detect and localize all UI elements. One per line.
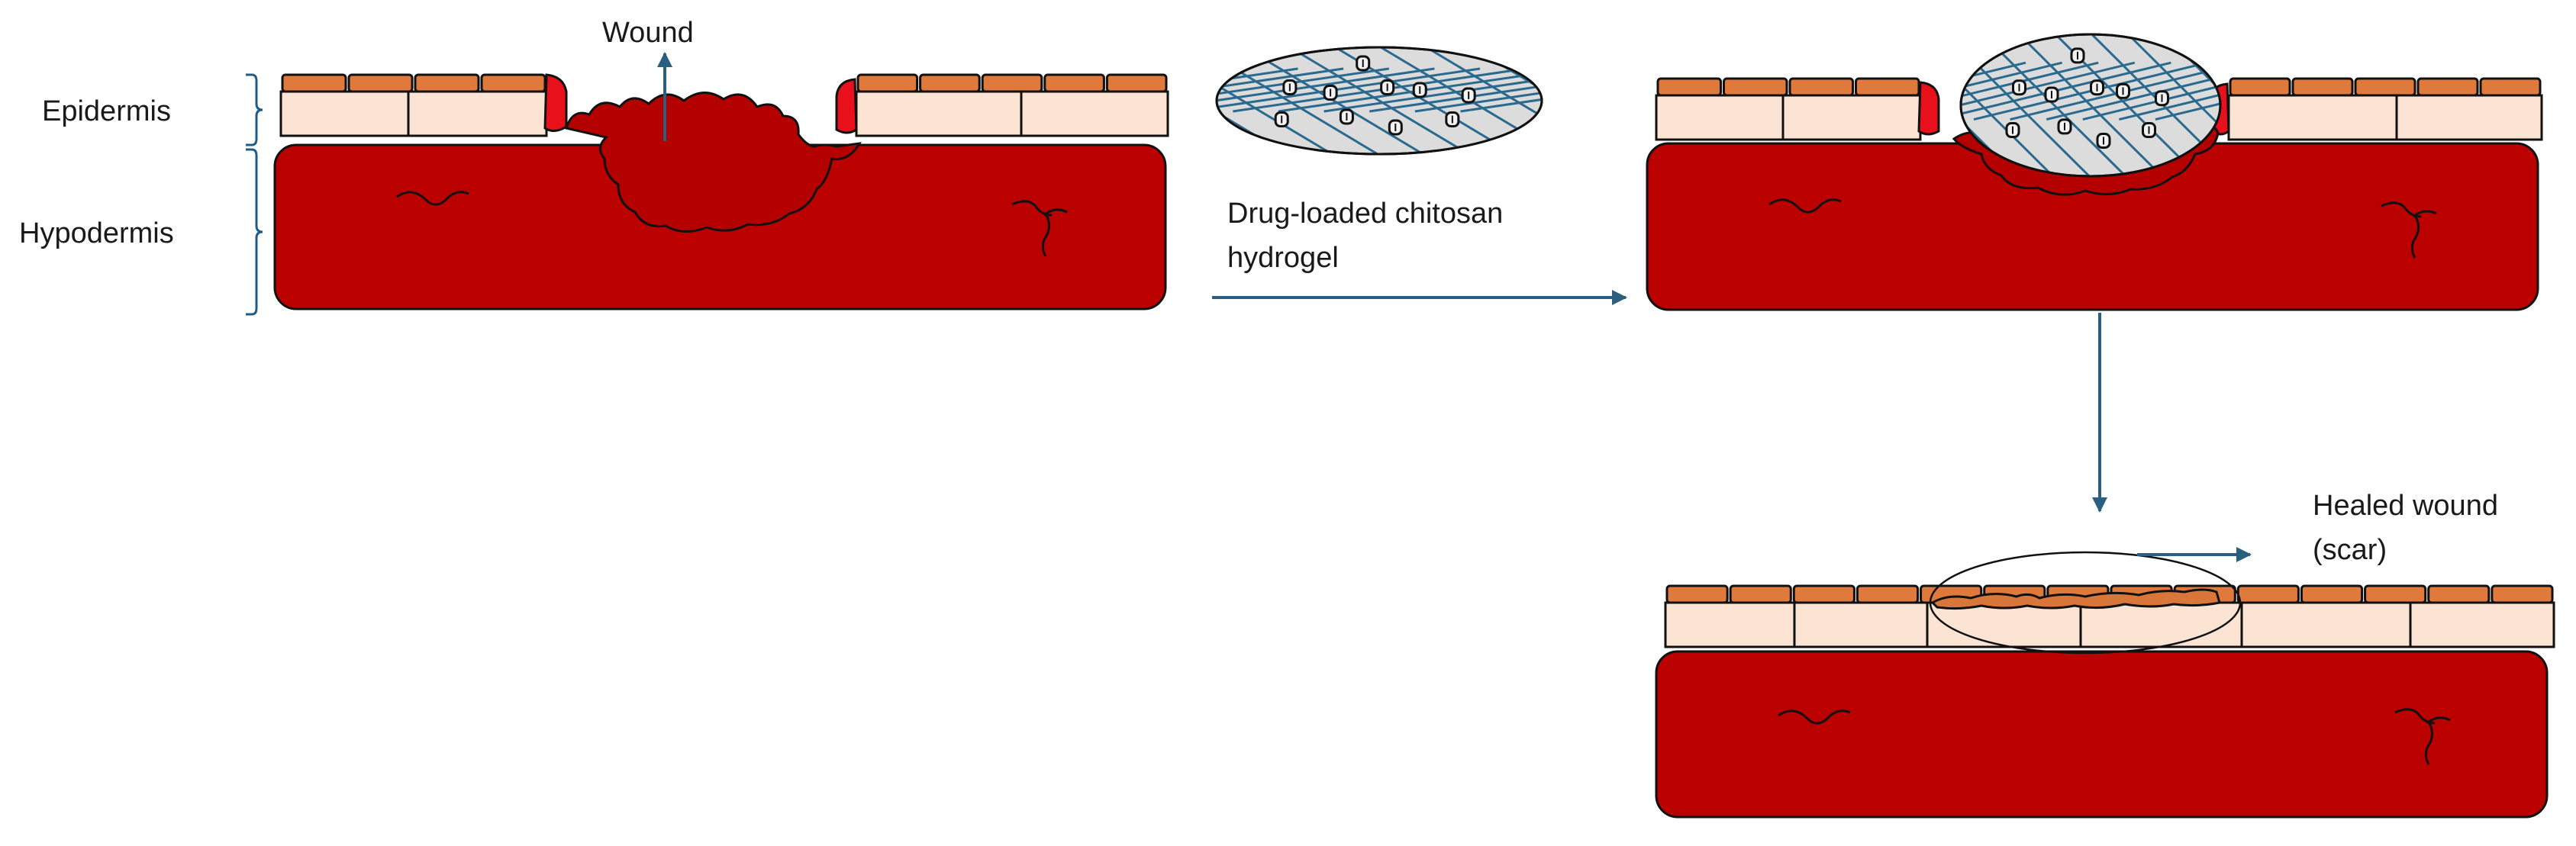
- epidermis-cell: [2300, 584, 2364, 604]
- epidermis-basal-cell: [1655, 94, 1785, 141]
- healed-label-line1: Healed wound: [2313, 490, 2498, 522]
- epidermis-basal-cell: [2079, 601, 2243, 648]
- hydrogel-fiber: [1233, 67, 1526, 113]
- hydrogel-label-line1: Drug-loaded chitosan: [1227, 198, 1503, 230]
- epidermis-cell: [1656, 77, 1722, 97]
- hydrogel-in-wound: [1959, 33, 2222, 178]
- hypodermis-layer: [1655, 650, 2549, 819]
- epidermis-cell: [2416, 77, 2479, 97]
- epidermis-cell: [1043, 73, 1105, 93]
- epidermis-right: [2227, 77, 2543, 141]
- hydrogel-fiber: [1217, 47, 1333, 154]
- epidermis-cell: [2354, 77, 2416, 97]
- hypodermis-label: Hypodermis: [19, 217, 174, 249]
- epidermis-cell: [347, 73, 414, 93]
- epidermis-basal-cell: [279, 90, 410, 137]
- epidermis-cell: [1788, 77, 1854, 97]
- epidermis-left: [279, 73, 548, 137]
- epidermis-basal-cell: [407, 90, 548, 137]
- epidermis-cell: [2427, 584, 2491, 604]
- epidermis-cell: [1855, 77, 1920, 97]
- epidermis-cell: [480, 73, 546, 93]
- epidermis-basal-cell: [2409, 601, 2555, 648]
- epidermis-cell: [1729, 584, 1792, 604]
- panel-hydrogel-applied: [1646, 33, 2543, 311]
- healed-label-line2: (scar): [2313, 534, 2387, 566]
- epidermis-basal-cell: [855, 90, 1023, 137]
- epidermis-right: [855, 73, 1169, 137]
- epidermis-cell: [2291, 77, 2354, 97]
- hydrogel-fiber: [1217, 67, 1298, 113]
- epidermis-basal-cell: [1793, 601, 1929, 648]
- epidermis-cell: [919, 73, 981, 93]
- epidermis-cell: [1723, 77, 1788, 97]
- epidermis-left: [1655, 77, 1922, 141]
- wound-edge-left: [543, 73, 568, 132]
- scar-tissue: [1930, 588, 2221, 610]
- hydrogel-label-line2: hydrogel: [1227, 242, 1339, 274]
- epidermis-cell: [2364, 584, 2427, 604]
- epidermis-basal-cell: [1020, 90, 1169, 137]
- wound-label: Wound: [602, 17, 694, 49]
- hydrogel-illustration: [1215, 46, 1543, 156]
- epidermis-basal-cell: [2227, 94, 2398, 141]
- epidermis-cell: [414, 73, 480, 93]
- epidermis-label: Epidermis: [42, 95, 171, 127]
- hydrogel-fiber: [1217, 67, 1344, 113]
- hydrogel-fiber: [2119, 61, 2220, 121]
- hydrogel-fiber: [1289, 47, 1469, 154]
- epidermis-cell: [1105, 73, 1168, 93]
- epidermis-basal-cell: [2395, 94, 2543, 141]
- wound-edge-right: [835, 78, 858, 134]
- hydrogel-fiber: [2082, 61, 2220, 121]
- epidermis-bracket: [246, 73, 263, 146]
- epidermis-cell: [1665, 584, 1729, 604]
- hydrogel-fiber: [1369, 67, 1542, 113]
- hydrogel-fiber: [1426, 47, 1542, 154]
- hydrogel-fiber: [2127, 34, 2220, 176]
- hydrogel-fiber: [1243, 47, 1424, 154]
- epidermis-cell: [281, 73, 347, 93]
- wound-edge-left: [1917, 81, 1940, 136]
- epidermis-basal-cell: [1781, 94, 1922, 141]
- epidermis-cell: [981, 73, 1043, 93]
- scar-highlight-ellipse: [1929, 551, 2242, 655]
- hydrogel-fiber: [1460, 67, 1542, 113]
- epidermis-cell: [2229, 77, 2291, 97]
- hypodermis-bracket: [246, 148, 263, 316]
- hydrogel-fiber: [1961, 34, 2054, 176]
- hydrogel-fiber: [1217, 67, 1389, 113]
- hydrogel-fiber: [1981, 34, 2126, 176]
- epidermis-full: [1664, 584, 2555, 648]
- epidermis-cell: [2479, 77, 2542, 97]
- hydrogel-fiber: [2155, 61, 2220, 121]
- panel-healed: [1655, 551, 2555, 819]
- epidermis-cell: [2236, 584, 2300, 604]
- hydrogel-fiber: [1961, 61, 2099, 121]
- hydrogel-fiber: [1961, 61, 2062, 121]
- hydrogel-fiber: [1414, 67, 1542, 113]
- epidermis-cell: [1792, 584, 1855, 604]
- epidermis-basal-cell: [1664, 601, 1796, 648]
- hydrogel-fiber: [1961, 61, 2026, 121]
- hydrogel-fiber: [2018, 34, 2163, 176]
- wound-tissue: [565, 92, 862, 233]
- epidermis-cell: [2491, 584, 2554, 604]
- panel-wound: [273, 73, 1169, 310]
- epidermis-cell: [856, 73, 919, 93]
- epidermis-basal-cell: [2240, 601, 2412, 648]
- epidermis-cell: [1855, 584, 1920, 604]
